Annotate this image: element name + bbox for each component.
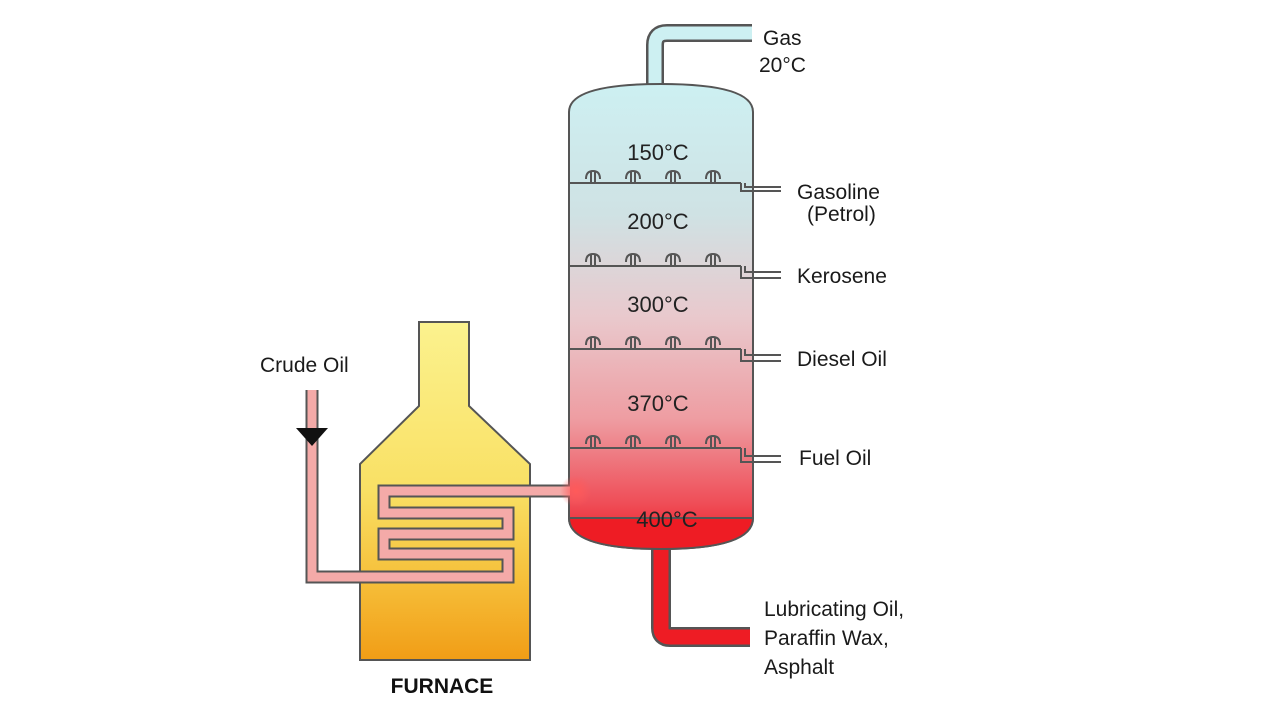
bubble-caps <box>585 169 721 448</box>
lubricating-oil-label: Lubricating Oil, <box>764 598 904 621</box>
furnace-label: FURNACE <box>391 675 494 698</box>
bubble-cap-1-2 <box>625 169 641 183</box>
paraffin-wax-label: Paraffin Wax, <box>764 627 889 650</box>
kerosene-draw-pipe <box>740 266 781 279</box>
bubble-cap-4-2 <box>625 434 641 448</box>
gasoline-label: Gasoline <box>797 181 880 204</box>
bubble-cap-2-2 <box>625 252 641 266</box>
residue-outlet-pipe <box>651 540 750 647</box>
crude-oil-arrow-icon <box>296 428 328 446</box>
crude-oil-coil <box>305 390 592 584</box>
temp-300: 300°C <box>627 292 689 317</box>
gas-label: Gas <box>763 27 802 50</box>
bubble-cap-2-3 <box>665 252 681 266</box>
gasoline-draw-pipe <box>740 183 781 192</box>
bubble-cap-3-3 <box>665 335 681 349</box>
bubble-cap-1-1 <box>585 169 601 183</box>
bubble-cap-1-4 <box>705 169 721 183</box>
temp-370: 370°C <box>627 391 689 416</box>
residue-pool <box>567 517 755 551</box>
bubble-cap-3-1 <box>585 335 601 349</box>
petrol-label: (Petrol) <box>807 203 876 226</box>
bubble-cap-1-3 <box>665 169 681 183</box>
diesel-draw-pipe <box>740 349 781 362</box>
crude-oil-label: Crude Oil <box>260 354 349 377</box>
fuel-oil-draw-pipe <box>740 448 781 463</box>
asphalt-label: Asphalt <box>764 656 834 679</box>
kerosene-label: Kerosene <box>797 265 887 288</box>
bubble-cap-2-4 <box>705 252 721 266</box>
bubble-cap-3-4 <box>705 335 721 349</box>
temp-150: 150°C <box>627 140 689 165</box>
bubble-cap-4-4 <box>705 434 721 448</box>
diesel-oil-label: Diesel Oil <box>797 348 887 371</box>
fuel-oil-label: Fuel Oil <box>799 447 871 470</box>
bubble-cap-3-2 <box>625 335 641 349</box>
temp-200: 200°C <box>627 209 689 234</box>
bubble-cap-2-1 <box>585 252 601 266</box>
bubble-cap-4-1 <box>585 434 601 448</box>
inlet-glow <box>560 475 592 507</box>
bubble-cap-4-3 <box>665 434 681 448</box>
temp-400: 400°C <box>636 507 698 532</box>
gas-outlet-pipe <box>646 24 752 95</box>
trays <box>569 182 741 449</box>
gas-temp-label: 20°C <box>759 54 806 77</box>
